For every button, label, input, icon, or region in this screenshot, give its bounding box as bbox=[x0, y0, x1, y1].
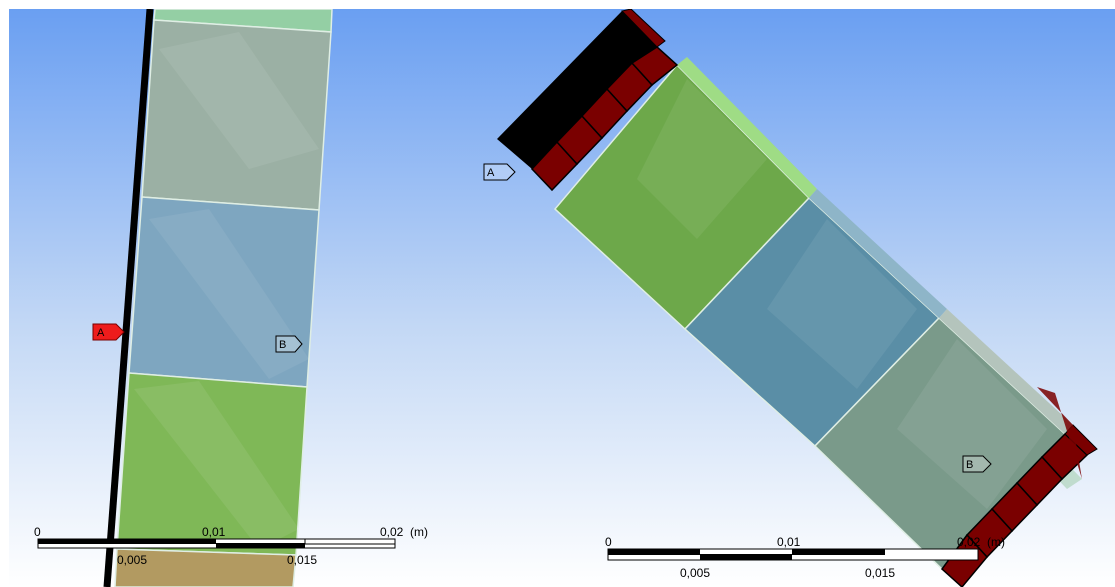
scale-bar: 0 0,01 0,02 (m) 0,005 0,015 bbox=[34, 525, 428, 567]
scale-bar-fill-3 bbox=[792, 549, 885, 555]
end-block bbox=[621, 9, 666, 48]
scale-unit: (m) bbox=[410, 525, 428, 539]
scale-bar: 0 0,01 0,02 (m) 0,005 0,015 bbox=[605, 535, 1005, 580]
end-cap-right-blocks[interactable] bbox=[940, 387, 1098, 587]
top-face-green bbox=[677, 57, 817, 198]
scale-label-001: 0,01 bbox=[202, 525, 226, 539]
end-block bbox=[630, 46, 679, 87]
tag-a-label: A bbox=[97, 327, 105, 339]
tag-b-shape bbox=[275, 335, 303, 353]
tag-b-label: B bbox=[966, 459, 973, 471]
shading-band bbox=[637, 79, 767, 239]
tag-a-shape bbox=[483, 163, 516, 181]
top-face-gray bbox=[939, 309, 1073, 434]
end-block-edge bbox=[1037, 387, 1082, 479]
scale-label-0015: 0,015 bbox=[865, 566, 895, 580]
shading-band bbox=[767, 219, 917, 389]
end-cap-black-face[interactable] bbox=[497, 11, 657, 169]
scale-label-002: 0,02 bbox=[957, 535, 981, 549]
scale-label-001: 0,01 bbox=[777, 535, 801, 549]
scale-label-002: 0,02 bbox=[380, 525, 404, 539]
scale-bar-fill-3 bbox=[304, 538, 396, 545]
tag-a-shape bbox=[92, 323, 125, 341]
top-face-blue bbox=[809, 189, 947, 318]
shading-band bbox=[897, 339, 1047, 509]
tag-b-shape bbox=[962, 455, 992, 473]
probe-tag-b[interactable]: B bbox=[962, 455, 992, 473]
scale-label-0: 0 bbox=[605, 535, 612, 549]
scale-bar-fill-1 bbox=[38, 539, 216, 544]
right-viewport[interactable]: A B 0 0,01 0,02 (m) 0,005 0,015 bbox=[437, 9, 1115, 587]
scale-bar-fill-2 bbox=[700, 554, 792, 560]
selected-edge-line[interactable] bbox=[103, 9, 154, 587]
left-viewport[interactable]: A B 0 0,01 0,02 (m) 0,005 0,015 bbox=[9, 9, 437, 587]
scale-label-0005: 0,005 bbox=[680, 566, 710, 580]
probe-tag-a[interactable]: A bbox=[92, 323, 125, 341]
scale-bar-fill-2 bbox=[216, 543, 305, 548]
left-scene: A B 0 0,01 0,02 (m) 0,005 0,015 bbox=[9, 9, 437, 587]
scale-label-0015: 0,015 bbox=[287, 553, 317, 567]
shading-band bbox=[159, 32, 319, 169]
shading-band bbox=[149, 209, 309, 379]
end-cap-left-blocks[interactable] bbox=[530, 9, 679, 192]
shading-band bbox=[134, 381, 299, 549]
scale-unit: (m) bbox=[987, 535, 1005, 549]
probe-tag-a[interactable]: A bbox=[483, 163, 516, 181]
right-scene: A B 0 0,01 0,02 (m) 0,005 0,015 bbox=[437, 9, 1115, 587]
scale-label-0: 0 bbox=[34, 525, 41, 539]
beam-segment-tan[interactable] bbox=[114, 548, 297, 587]
scale-label-0005: 0,005 bbox=[117, 553, 147, 567]
tag-a-label: A bbox=[487, 167, 495, 179]
tag-b-label: B bbox=[279, 339, 286, 351]
probe-tag-b[interactable]: B bbox=[275, 335, 303, 353]
scale-bar-fill-1 bbox=[608, 549, 700, 555]
